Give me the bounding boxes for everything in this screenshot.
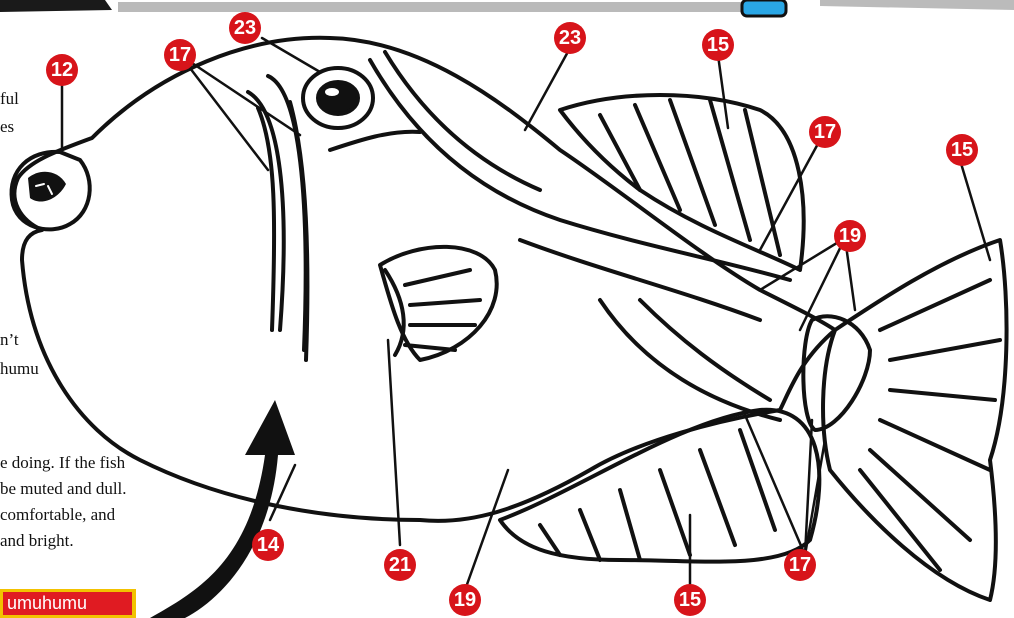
badge-19-tailbase: 19 (834, 220, 866, 252)
tail-base-ring (803, 316, 870, 430)
svg-text:21: 21 (389, 554, 411, 576)
svg-text:23: 23 (559, 27, 581, 49)
svg-text:23: 23 (234, 17, 256, 39)
belly-line (520, 240, 760, 320)
svg-text:19: 19 (839, 225, 861, 247)
svg-text:15: 15 (679, 589, 701, 611)
svg-text:17: 17 (814, 121, 836, 143)
fish-eye-pupil (318, 82, 358, 114)
badge-23-body: 23 (554, 22, 586, 54)
header-strip-fragment (118, 2, 748, 12)
badge-17-face: 17 (164, 39, 196, 71)
svg-text:17: 17 (789, 554, 811, 576)
badge-15-anal: 15 (674, 584, 706, 616)
badge-19-belly: 19 (449, 584, 481, 616)
badge-23-eye: 23 (229, 12, 261, 44)
tail-fin (823, 240, 1007, 600)
dorsal-fin (560, 95, 804, 270)
badge-12: 12 (46, 54, 78, 86)
badge-17-back: 17 (809, 116, 841, 148)
badge-14: 14 (252, 529, 284, 561)
header-accent-tab (742, 0, 786, 16)
header-right-fragment (820, 0, 1014, 10)
badge-21: 21 (384, 549, 416, 581)
svg-text:12: 12 (51, 59, 73, 81)
header-banner-fragment (0, 0, 112, 12)
svg-text:15: 15 (951, 139, 973, 161)
svg-text:14: 14 (257, 534, 280, 556)
svg-text:15: 15 (707, 34, 729, 56)
svg-text:19: 19 (454, 589, 476, 611)
badge-15-dorsal: 15 (702, 29, 734, 61)
badge-17-lower: 17 (784, 549, 816, 581)
svg-text:17: 17 (169, 44, 191, 66)
pointer-arrow (150, 400, 295, 618)
badge-15-tail: 15 (946, 134, 978, 166)
